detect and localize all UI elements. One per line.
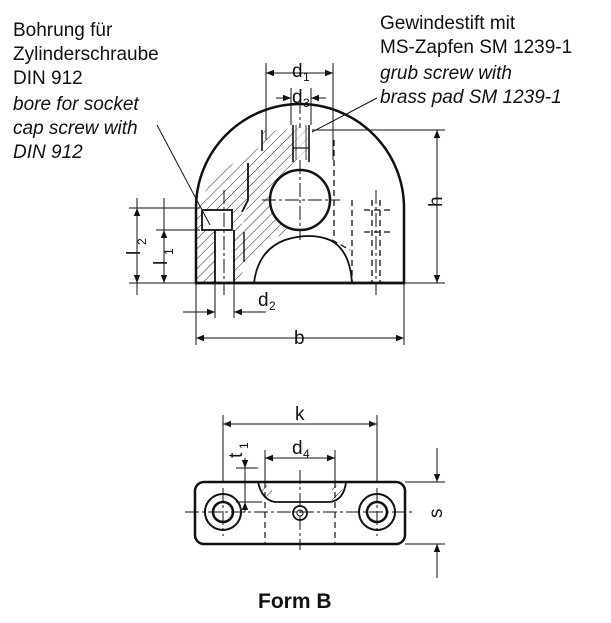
form-caption: Form B <box>258 590 332 613</box>
dim-k: k <box>295 404 305 425</box>
dim-t1: t <box>226 452 247 458</box>
top-dimensions <box>222 415 445 578</box>
dim-d1-sub: 1 <box>303 70 310 84</box>
dim-d1: d <box>292 61 303 82</box>
hatched-section-center <box>234 130 296 283</box>
dim-d3: d <box>292 87 303 108</box>
callout-de-bore-line2: Zylinderschraube <box>13 44 159 65</box>
dim-d2-sub: 2 <box>269 299 276 313</box>
dim-t1-sub: 1 <box>237 442 251 449</box>
dim-b: b <box>294 328 305 349</box>
callout-en-screw-line2: brass pad SM 1239-1 <box>380 87 562 108</box>
dim-l2: l <box>124 251 145 255</box>
front-view <box>156 97 406 295</box>
callout-en-bore-line2: cap screw with <box>13 118 138 139</box>
dim-l2-sub: 2 <box>135 238 149 245</box>
callout-de-bore-line3: DIN 912 <box>13 68 83 89</box>
dim-d4: d <box>292 438 303 459</box>
dim-l1-sub: 1 <box>162 248 176 255</box>
callout-en-bore-line3: DIN 912 <box>13 142 83 163</box>
callout-de-screw-line1: Gewindestift mit <box>380 13 516 34</box>
callout-de-bore-line1: Bohrung für <box>13 20 113 41</box>
dim-d2: d <box>258 290 269 311</box>
callout-en-screw-line1: grub screw with <box>380 63 512 84</box>
dim-l1: l <box>151 261 172 265</box>
callout-de-screw-line2: MS-Zapfen SM 1239-1 <box>380 37 573 58</box>
dim-h: h <box>426 196 447 207</box>
front-dimensions <box>129 63 445 345</box>
dim-d4-sub: 4 <box>303 447 310 461</box>
dim-d3-sub: 3 <box>303 96 310 110</box>
top-view <box>185 470 415 550</box>
clamp-outline <box>194 102 406 285</box>
dim-s: s <box>426 509 447 519</box>
callout-en-bore-line1: bore for socket <box>13 94 139 115</box>
